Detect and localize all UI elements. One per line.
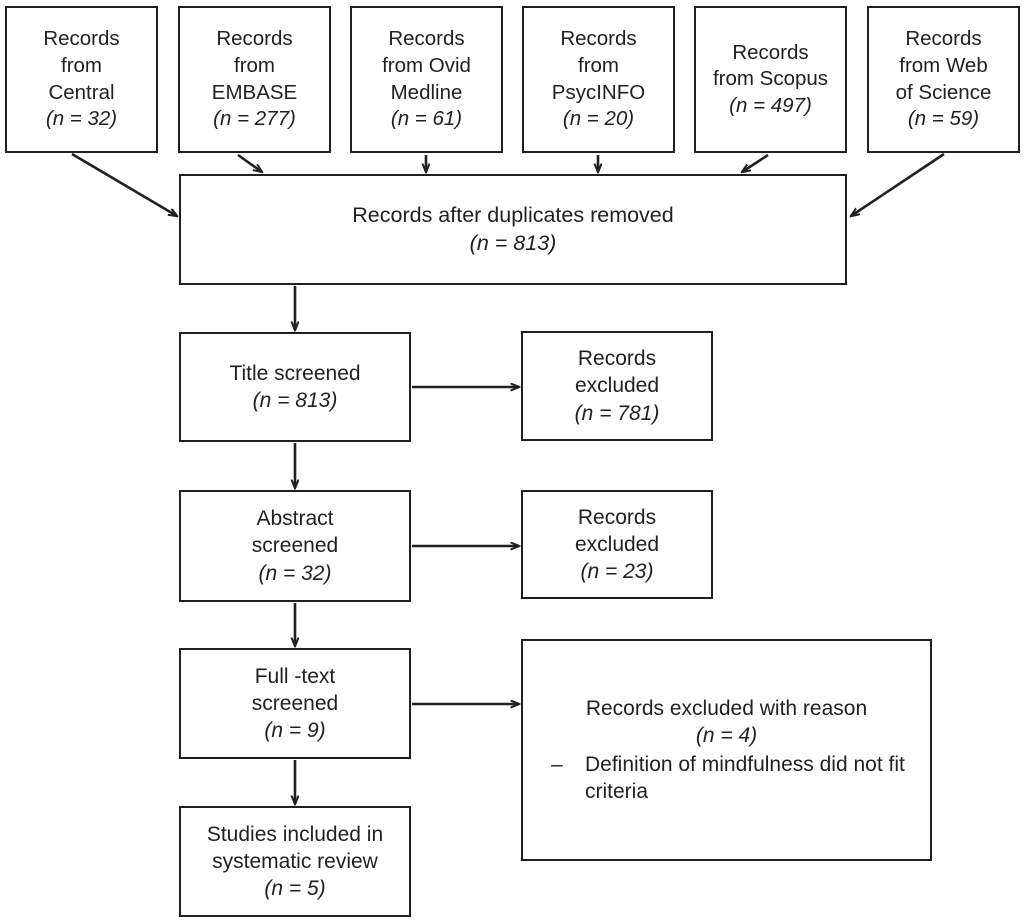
- arrow-central-to-dedup: [71, 152, 177, 216]
- excluded-reason-label: Records excluded with reason: [585, 696, 868, 720]
- records-excluded-abstract-box: Records excluded (n = 23): [521, 490, 713, 599]
- abstract-screened-box: Abstract screened (n = 32): [179, 490, 411, 602]
- source-box-central: Records from Central (n = 32): [5, 6, 158, 153]
- source-line-2: from Ovid: [382, 53, 471, 77]
- records-after-duplicates-removed-box: Records after duplicates removed (n = 81…: [179, 174, 847, 285]
- source-line-1: Records: [905, 27, 982, 51]
- source-line-1: Records: [732, 40, 809, 64]
- dedup-label: Records after duplicates removed: [352, 202, 674, 227]
- source-box-scopus: Records from Scopus (n = 497): [694, 6, 847, 153]
- arrow-embase-to-dedup: [237, 153, 262, 172]
- source-line-1: Records: [388, 27, 465, 51]
- bullet-dash-marker: –: [551, 752, 563, 776]
- source-line-3: EMBASE: [211, 80, 298, 104]
- source-line-2: from: [61, 53, 102, 77]
- title-screened-label: Title screened: [229, 361, 361, 385]
- excluded-count: (n = 781): [574, 401, 660, 425]
- excluded-line-1: Records: [577, 505, 657, 529]
- title-screened-box: Title screened (n = 813): [179, 332, 411, 442]
- reason-block: Records excluded with reason (n = 4) – D…: [527, 695, 926, 805]
- source-count: (n = 497): [729, 93, 812, 117]
- fulltext-screened-count: (n = 9): [264, 719, 326, 743]
- arrow-wos-to-dedup: [851, 152, 945, 216]
- abstract-screened-line-2: screened: [251, 534, 339, 558]
- full-text-screened-box: Full -text screened (n = 9): [179, 648, 411, 759]
- studies-included-line-2: systematic review: [212, 849, 378, 873]
- source-line-1: Records: [43, 27, 120, 51]
- exclusion-reason-item: – Definition of mindfulness did not fit …: [527, 751, 926, 806]
- studies-included-line-1: Studies included in: [206, 822, 384, 846]
- excluded-reason-count: (n = 4): [695, 724, 758, 748]
- dedup-count: (n = 813): [469, 230, 557, 255]
- title-screened-count: (n = 813): [252, 389, 338, 412]
- records-excluded-with-reason-box: Records excluded with reason (n = 4) – D…: [521, 639, 932, 861]
- fulltext-screened-line-1: Full -text: [254, 664, 336, 688]
- source-box-psycinfo: Records from PsycINFO (n = 20): [522, 6, 675, 153]
- source-line-3: of Science: [895, 80, 992, 104]
- excluded-line-2: excluded: [574, 532, 660, 556]
- abstract-screened-count: (n = 32): [258, 561, 332, 585]
- source-box-web-of-science: Records from Web of Science (n = 59): [867, 6, 1020, 153]
- source-box-ovid-medline: Records from Ovid Medline (n = 61): [350, 6, 503, 153]
- abstract-screened-line-1: Abstract: [256, 507, 334, 531]
- source-line-2: from: [578, 53, 619, 77]
- excluded-line-1: Records: [577, 347, 657, 371]
- source-count: (n = 59): [907, 107, 980, 131]
- excluded-count: (n = 23): [580, 560, 654, 584]
- source-box-embase: Records from EMBASE (n = 277): [178, 6, 331, 153]
- source-line-2: from: [234, 53, 275, 77]
- source-line-3: PsycINFO: [551, 80, 646, 104]
- excluded-line-2: excluded: [574, 374, 660, 398]
- records-excluded-title-box: Records excluded (n = 781): [521, 331, 713, 441]
- source-count: (n = 20): [562, 107, 635, 131]
- source-line-2: from Web: [899, 53, 988, 77]
- arrow-scopus-to-dedup: [742, 153, 769, 172]
- source-count: (n = 277): [213, 107, 296, 131]
- source-line-3: Medline: [390, 80, 463, 104]
- source-line-1: Records: [560, 27, 637, 51]
- source-line-3: Central: [48, 80, 115, 104]
- studies-included-count: (n = 5): [264, 877, 326, 901]
- source-count: (n = 61): [390, 107, 463, 131]
- fulltext-screened-line-2: screened: [251, 691, 339, 715]
- source-line-1: Records: [216, 27, 293, 51]
- source-count: (n = 32): [45, 107, 118, 131]
- source-line-2: from Scopus: [712, 67, 829, 91]
- exclusion-reason-text: Definition of mindfulness did not fit cr…: [585, 752, 905, 803]
- studies-included-box: Studies included in systematic review (n…: [179, 806, 411, 917]
